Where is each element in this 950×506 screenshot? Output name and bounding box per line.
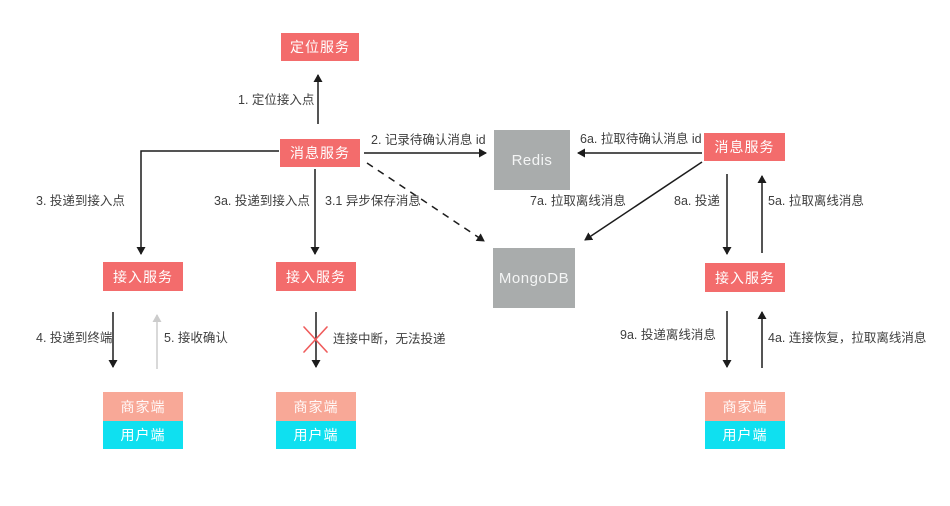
edge-label-3-deliver-access-point: 3. 投递到接入点 — [36, 194, 125, 208]
node-message-service-left: 消息服务 — [280, 139, 360, 167]
node-user-terminal-left: 用户端 — [103, 421, 183, 449]
arrow-31-async-save-dashed — [366, 162, 485, 242]
arrow-3-deliver-access-point — [136, 150, 279, 255]
node-message-service-right: 消息服务 — [704, 133, 785, 161]
node-access-service-left: 接入服务 — [103, 262, 183, 291]
node-access-service-mid: 接入服务 — [276, 262, 356, 291]
node-redis: Redis — [494, 130, 570, 190]
arrow-7a-pull-offline — [584, 161, 703, 241]
edge-label-broken-connection: 连接中断，无法投递 — [333, 332, 446, 346]
edge-label-5a-pull-offline: 5a. 拉取离线消息 — [768, 194, 864, 208]
node-merchant-terminal-mid: 商家端 — [276, 392, 356, 421]
node-user-terminal-right: 用户端 — [705, 421, 785, 449]
edge-label-8a-deliver: 8a. 投递 — [674, 194, 720, 208]
node-merchant-terminal-left: 商家端 — [103, 392, 183, 421]
edge-label-31-async-save: 3.1 异步保存消息 — [325, 194, 421, 208]
edge-label-9a-deliver-offline: 9a. 投递离线消息 — [620, 328, 716, 342]
edge-label-2-record-pending-id: 2. 记录待确认消息 id — [371, 133, 486, 147]
edge-label-4a-reconnect-pull: 4a. 连接恢复，拉取离线消息 — [768, 331, 927, 345]
edge-label-1-locate-access-point: 1. 定位接入点 — [238, 93, 315, 107]
node-access-service-right: 接入服务 — [705, 263, 785, 292]
edge-label-7a-pull-offline: 7a. 拉取离线消息 — [530, 194, 626, 208]
node-locate-service: 定位服务 — [281, 33, 359, 61]
node-merchant-terminal-right: 商家端 — [705, 392, 785, 421]
edge-label-6a-pull-pending-id: 6a. 拉取待确认消息 id — [580, 132, 702, 146]
edge-label-3a-deliver-access-point: 3a. 投递到接入点 — [214, 194, 310, 208]
broken-connection-x-icon — [303, 326, 328, 353]
node-mongodb: MongoDB — [493, 248, 575, 308]
edge-label-4-deliver-terminal: 4. 投递到终端 — [36, 331, 113, 345]
node-user-terminal-mid: 用户端 — [276, 421, 356, 449]
edge-label-5-receive-ack: 5. 接收确认 — [164, 331, 228, 345]
